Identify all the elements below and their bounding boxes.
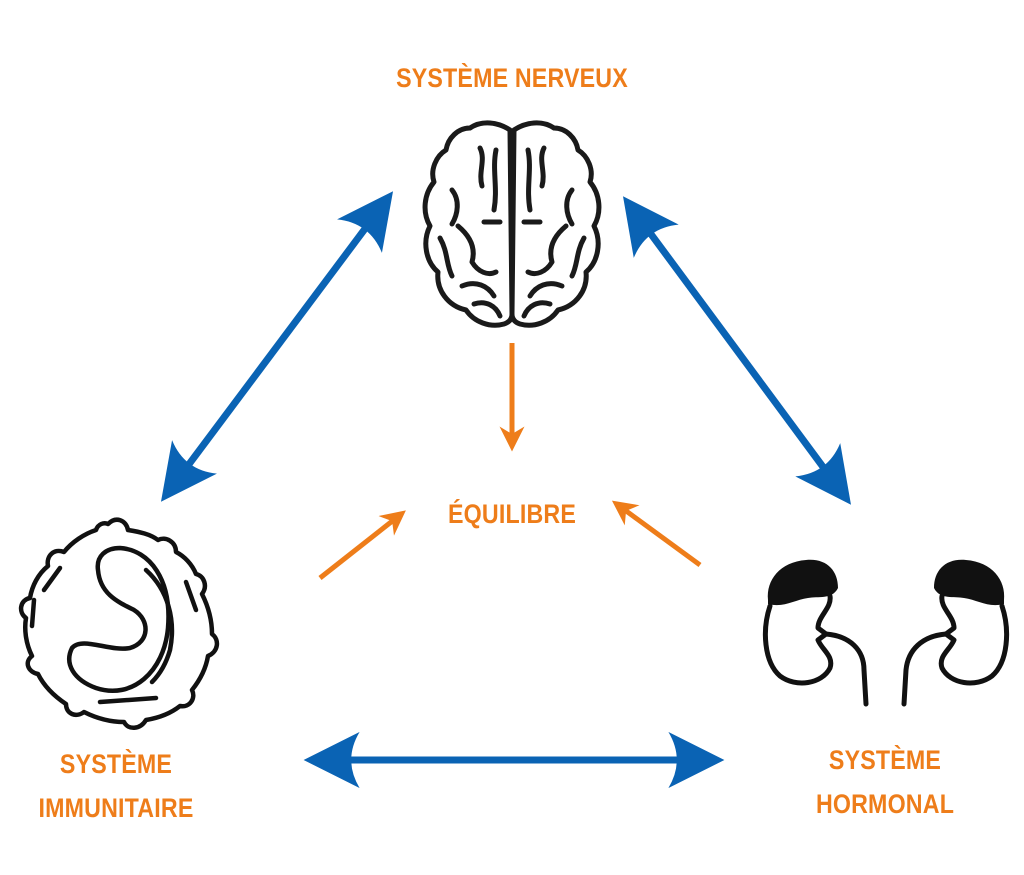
- kidneys-adrenal-icon: [762, 559, 1010, 707]
- label-equilibrium: ÉQUILIBRE: [448, 499, 576, 529]
- interaction-arrow-nervous-hormonal: [623, 196, 851, 505]
- influence-arrow-immune-to-equilibrium: [318, 510, 406, 580]
- interaction-arrow-nervous-immune: [160, 191, 394, 502]
- label-hormonal-system: SYSTÈME HORMONAL: [791, 738, 978, 826]
- label-immune-line1: SYSTÈME: [59, 749, 173, 779]
- brain-icon: [422, 120, 602, 328]
- label-hormonal-line2: HORMONAL: [815, 789, 955, 819]
- label-immune-system: SYSTÈME IMMUNITAIRE: [16, 742, 216, 830]
- label-nervous-system: SYSTÈME NERVEUX: [396, 63, 628, 93]
- label-hormonal-line1: SYSTÈME: [828, 745, 942, 775]
- influence-arrow-hormonal-to-equilibrium: [611, 500, 702, 568]
- label-immune-line2: IMMUNITAIRE: [38, 793, 194, 823]
- white-blood-cell-icon: [18, 517, 220, 730]
